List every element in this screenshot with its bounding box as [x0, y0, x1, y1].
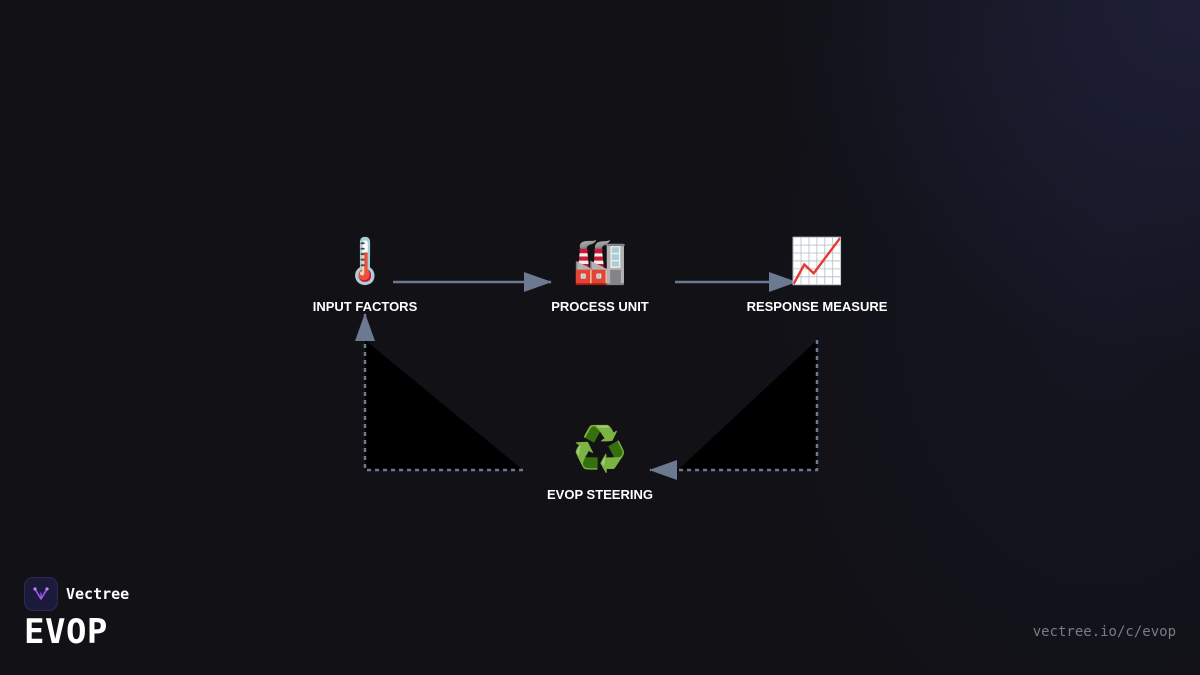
- node-label-evop-steering: EVOP STEERING: [547, 487, 653, 502]
- edge-response-to-steering-fill: [678, 340, 817, 470]
- node-process-unit: 🏭 PROCESS UNIT: [551, 236, 649, 314]
- thermometer-icon: 🌡️: [338, 236, 393, 287]
- edge-response-to-steering: [649, 340, 819, 480]
- node-label-process-unit: PROCESS UNIT: [551, 299, 649, 314]
- vectree-logo-icon: [24, 577, 58, 611]
- brand-name: Vectree: [66, 585, 130, 603]
- page-title: EVOP: [24, 612, 108, 652]
- brand: Vectree: [24, 577, 129, 611]
- chart-increasing-icon: 📈: [790, 236, 845, 287]
- node-evop-steering: ♻️ EVOP STEERING: [547, 424, 653, 502]
- edge-steering-to-input-fill: [365, 340, 523, 470]
- node-label-response-measure: RESPONSE MEASURE: [747, 299, 888, 314]
- node-input-factors: 🌡️ INPUT FACTORS: [313, 236, 418, 314]
- recycle-icon: ♻️: [573, 424, 628, 475]
- page-url[interactable]: vectree.io/c/evop: [1032, 624, 1176, 640]
- factory-icon: 🏭: [573, 236, 628, 287]
- node-label-input-factors: INPUT FACTORS: [313, 299, 418, 314]
- node-response-measure: 📈 RESPONSE MEASURE: [747, 236, 888, 314]
